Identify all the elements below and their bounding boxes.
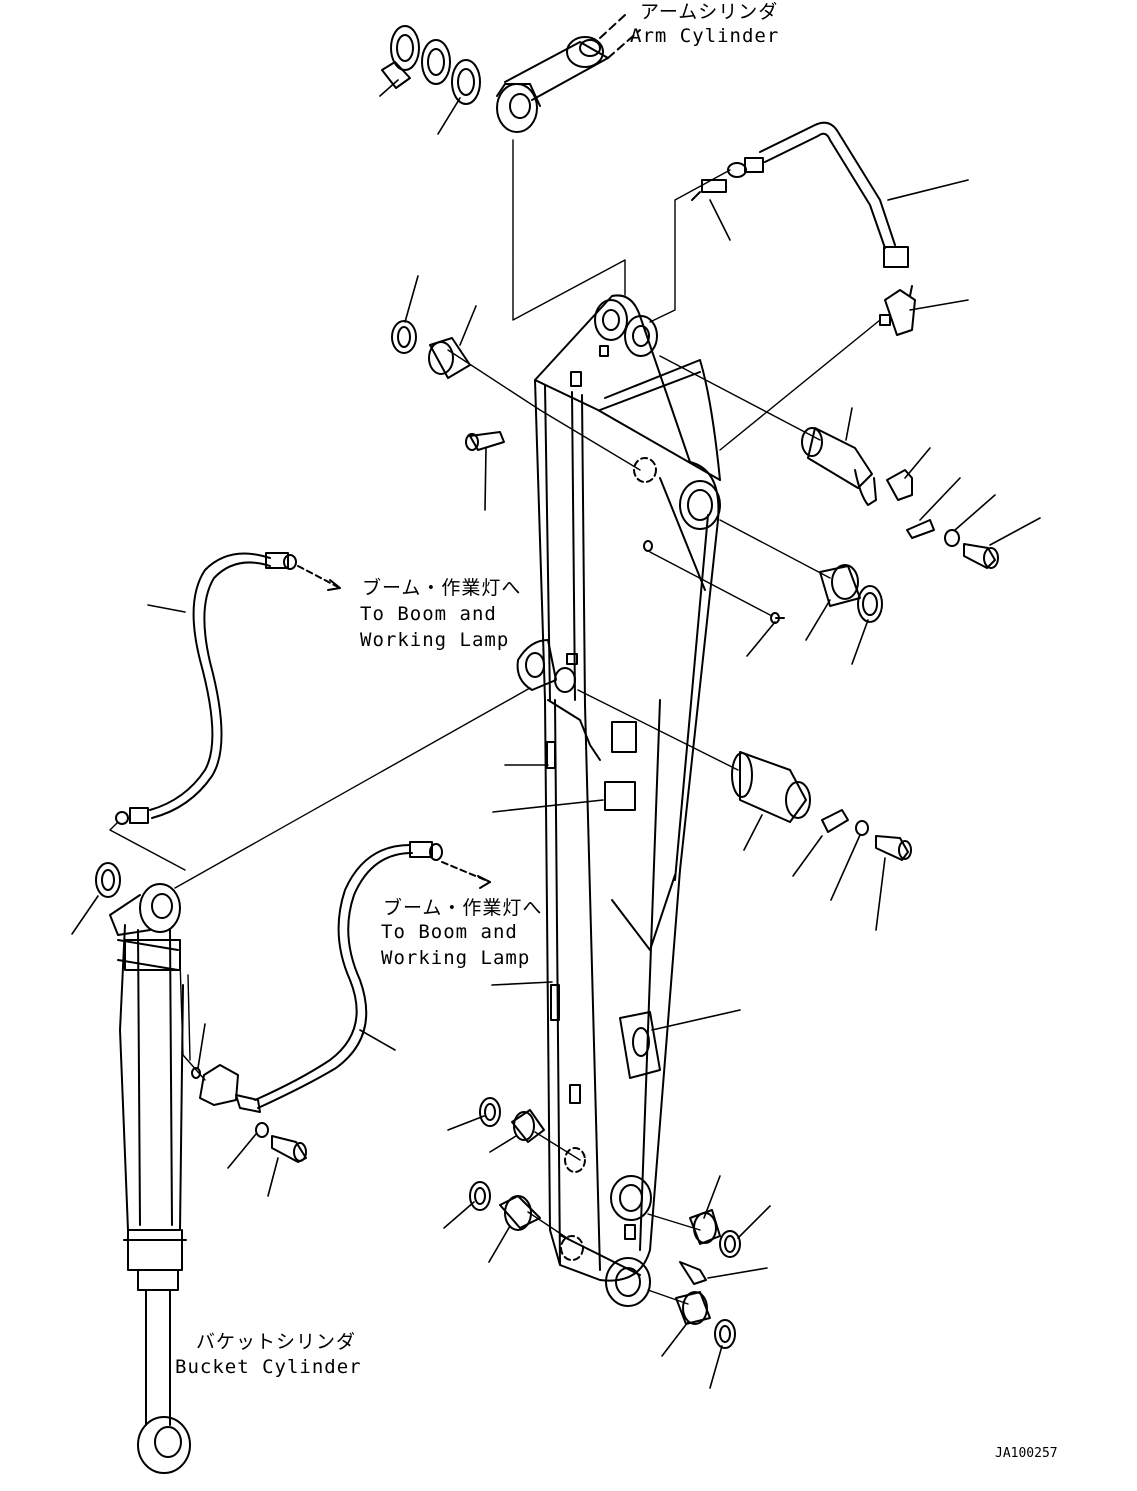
to-boom-label-2-en2: Working Lamp xyxy=(381,947,531,969)
arm-cylinder xyxy=(496,14,641,133)
bucket-cylinder-label-jp: バケットシリンダ xyxy=(196,1331,357,1353)
arm-cylinder-label-en: Arm Cylinder xyxy=(630,25,780,47)
drawing-code: JA100257 xyxy=(995,1446,1058,1461)
grease-pipe xyxy=(691,121,916,336)
callout-lines xyxy=(71,79,1041,1389)
washer-stack xyxy=(381,25,481,105)
to-boom-label-2-jp: ブーム・作業灯へ xyxy=(383,897,543,919)
pin-assembly-upper xyxy=(801,427,999,569)
bucket-cylinder-label-en: Bucket Cylinder xyxy=(175,1356,362,1378)
bushing-lower-left xyxy=(469,1097,545,1231)
arm-body xyxy=(516,294,721,1307)
bucket-cylinder xyxy=(109,883,191,1474)
hose-upper xyxy=(115,552,341,825)
pin-assembly-mid xyxy=(643,540,912,861)
to-boom-label-2-en1: To Boom and xyxy=(381,921,518,943)
bushing-mid xyxy=(819,564,883,623)
leader-lines xyxy=(109,139,881,1305)
bushing-upper xyxy=(391,320,505,451)
bushing-lower-right xyxy=(675,1209,741,1349)
to-boom-label-1-en2: Working Lamp xyxy=(360,629,510,651)
hose-clamp xyxy=(191,1064,307,1163)
hose-lower xyxy=(235,841,491,1113)
washer-left xyxy=(95,862,121,898)
to-boom-label-1-jp: ブーム・作業灯へ xyxy=(362,577,522,599)
to-boom-label-1-en1: To Boom and xyxy=(360,603,497,625)
arm-cylinder-label-jp: アームシリンダ xyxy=(640,1,779,23)
